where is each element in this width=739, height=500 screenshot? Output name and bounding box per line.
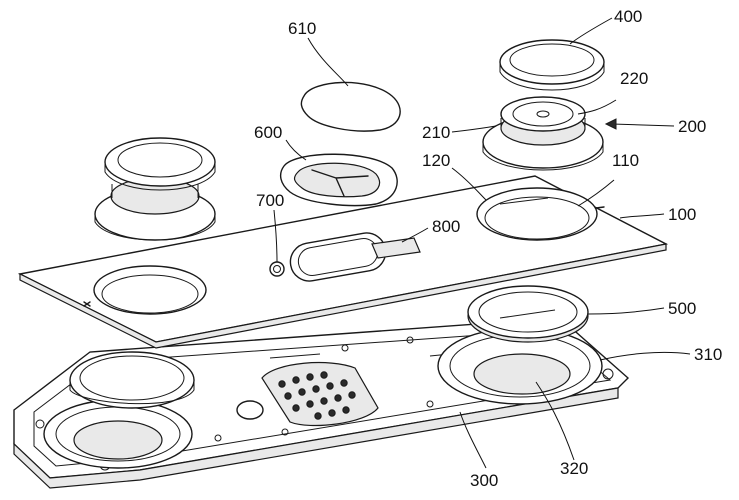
- main-plate-100: [17, 175, 669, 349]
- label-210: 210: [422, 123, 450, 142]
- reference-labels: 610 400 220 210 200 600 120 110 700 800 …: [254, 7, 722, 490]
- label-700: 700: [256, 191, 284, 210]
- leader-lines: [273, 17, 691, 469]
- sealing-ring-500-left: [69, 351, 195, 409]
- label-400: 400: [614, 7, 642, 26]
- left-speaker-module: [94, 137, 216, 241]
- membrane-610: [300, 81, 401, 132]
- sealing-ring-500-right: [467, 285, 589, 343]
- label-220: 220: [620, 69, 648, 88]
- perforated-pad: [261, 361, 379, 427]
- arrow-head: [604, 118, 617, 130]
- left-mounting-cup: [43, 399, 193, 469]
- label-320: 320: [560, 459, 588, 478]
- label-500: 500: [668, 299, 696, 318]
- right-mounting-cup-310: [437, 327, 603, 405]
- speaker-module-200: [482, 96, 604, 171]
- label-600: 600: [254, 123, 282, 142]
- label-310: 310: [694, 345, 722, 364]
- label-100: 100: [668, 205, 696, 224]
- label-200: 200: [678, 117, 706, 136]
- label-110: 110: [612, 151, 639, 170]
- cover-ring-400: [499, 39, 605, 91]
- label-800: 800: [432, 217, 460, 236]
- label-120: 120: [422, 151, 450, 170]
- label-300: 300: [470, 471, 498, 490]
- button-cap-600: [279, 153, 398, 207]
- label-610: 610: [288, 19, 316, 38]
